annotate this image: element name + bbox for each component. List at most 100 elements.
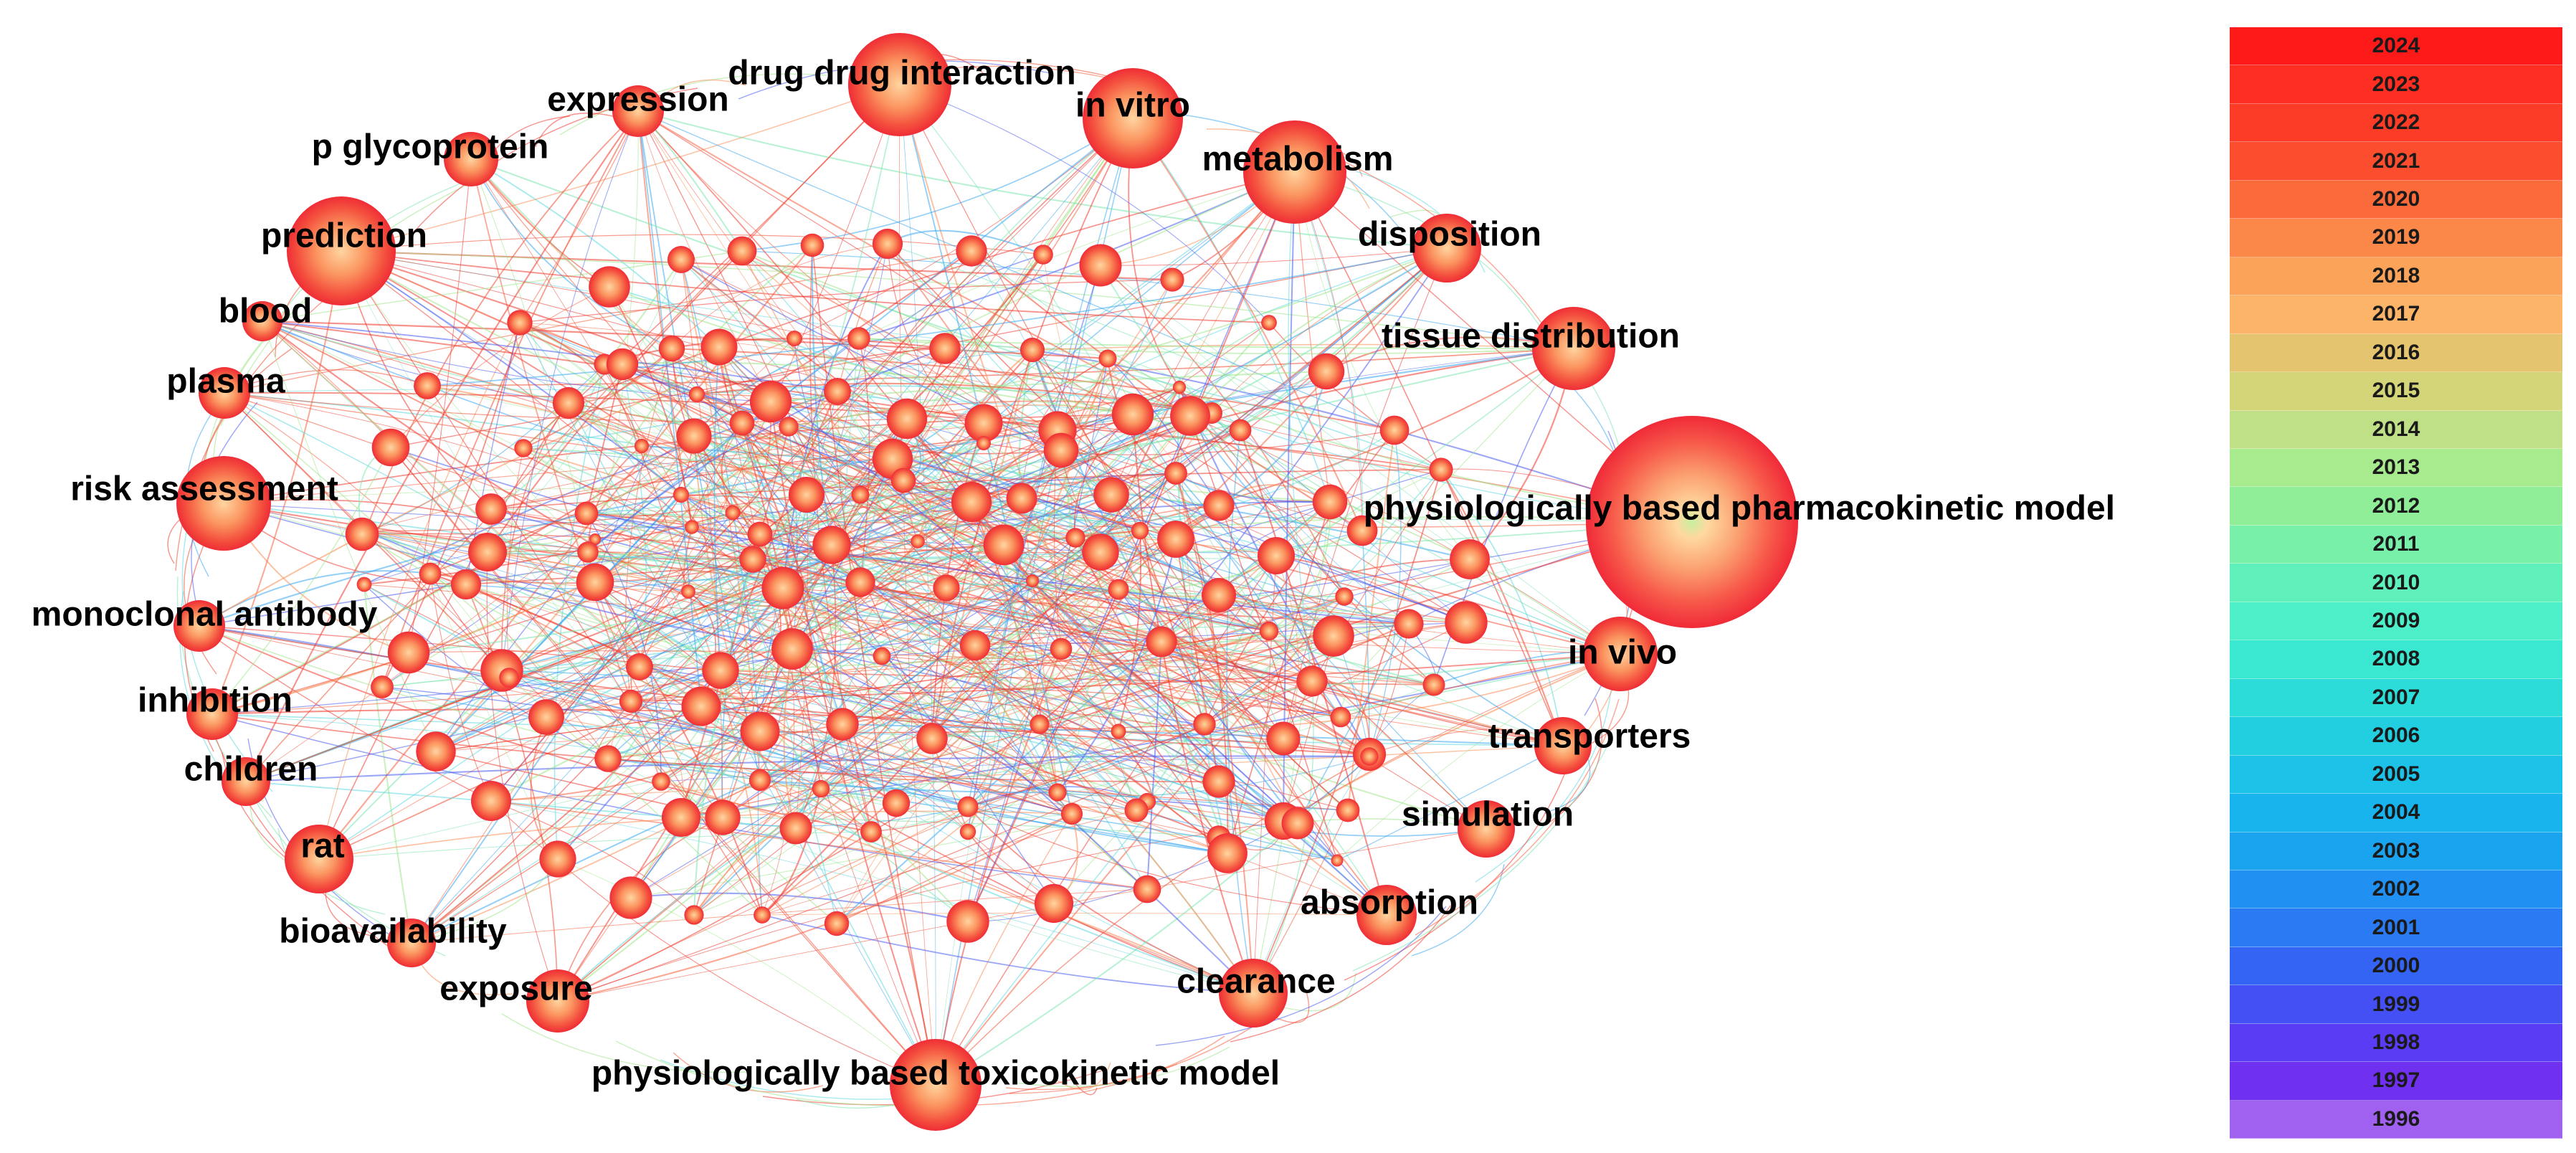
network-node-67 <box>1346 515 1378 546</box>
legend-year-1996: 1996 <box>2230 1100 2562 1139</box>
network-node-120 <box>539 840 576 878</box>
label-tissue: tissue distribution <box>1382 318 1680 356</box>
network-node-69 <box>356 576 372 592</box>
network-node-111 <box>812 779 830 798</box>
node-rat <box>285 825 353 893</box>
label-pbpk: physiologically based pharmacokinetic mo… <box>1364 490 2115 528</box>
label-absorption: absorption <box>1301 884 1478 922</box>
network-node-43 <box>1379 415 1410 445</box>
network-node-130 <box>1336 798 1360 822</box>
node-plasma <box>199 367 250 419</box>
node-pbtk <box>890 1039 982 1131</box>
label-rat: rat <box>300 827 344 865</box>
network-node-139 <box>1281 807 1314 840</box>
network-node-102 <box>1111 723 1126 739</box>
network-node-41 <box>1164 462 1187 485</box>
network-node-145 <box>739 546 766 573</box>
network-node-44 <box>1429 457 1453 482</box>
network-node-9 <box>507 310 533 336</box>
network-node-96 <box>619 689 643 713</box>
network-node-132 <box>684 905 704 925</box>
network-node-133 <box>754 906 771 924</box>
node-invitro <box>1083 68 1183 169</box>
network-node-121 <box>662 798 700 837</box>
node-exposure <box>526 969 589 1033</box>
network-node-99 <box>826 708 859 741</box>
network-node-3 <box>800 233 824 257</box>
network-node-16 <box>1020 337 1045 363</box>
network-node-21 <box>552 386 585 419</box>
network-node-134 <box>824 911 850 936</box>
legend-year-2014: 2014 <box>2230 410 2562 449</box>
label-invivo: in vivo <box>1568 634 1677 672</box>
legend-year-2023: 2023 <box>2230 65 2562 104</box>
legend-year-2004: 2004 <box>2230 794 2562 832</box>
label-pgp: p glycoprotein <box>312 128 549 166</box>
network-node-19 <box>1261 315 1277 331</box>
node-prediction <box>287 196 396 305</box>
network-node-26 <box>886 398 928 440</box>
network-node-46 <box>574 501 599 526</box>
legend-year-2013: 2013 <box>2230 448 2562 488</box>
network-node-6 <box>1033 245 1053 265</box>
node-ddi <box>848 33 951 136</box>
network-node-31 <box>1308 353 1345 390</box>
network-node-50 <box>890 468 916 493</box>
network-node-86 <box>873 647 891 665</box>
label-prediction: prediction <box>261 217 427 255</box>
network-node-125 <box>959 823 976 840</box>
network-node-147 <box>1170 396 1210 436</box>
network-node-17 <box>1098 349 1117 368</box>
node-risk <box>176 456 271 551</box>
network-node-77 <box>1108 579 1129 600</box>
label-blood: blood <box>219 293 313 331</box>
network-node-75 <box>933 574 960 602</box>
network-node-52 <box>1006 483 1037 514</box>
network-node-62 <box>911 534 925 549</box>
network-node-15 <box>929 333 961 364</box>
network-node-104 <box>1296 665 1328 697</box>
network-node-117 <box>1266 721 1301 756</box>
network-node-40 <box>1043 432 1079 468</box>
network-node-2 <box>727 236 757 266</box>
network-node-47 <box>672 486 690 503</box>
node-absorption <box>1356 885 1417 945</box>
network-node-137 <box>1133 875 1161 903</box>
network-node-39 <box>976 436 991 450</box>
legend-year-2024: 2024 <box>2230 27 2562 66</box>
node-tissue <box>1532 307 1615 390</box>
network-node-106 <box>416 731 456 772</box>
network-node-57 <box>468 533 507 571</box>
legend-year-2003: 2003 <box>2230 832 2562 870</box>
network-node-1 <box>667 246 695 273</box>
network-node-0 <box>589 266 630 308</box>
legend-year-2001: 2001 <box>2230 908 2562 947</box>
network-graph: physiologically based pharmacokinetic mo… <box>32 33 2115 1131</box>
node-children <box>222 757 270 806</box>
network-node-23 <box>688 386 705 403</box>
node-clearance <box>1219 959 1288 1028</box>
node-blood <box>242 301 282 341</box>
network-node-103 <box>1193 713 1216 736</box>
node-pgp <box>444 132 498 186</box>
network-node-61 <box>812 526 851 564</box>
network-node-35 <box>676 418 712 454</box>
network-node-4 <box>872 228 903 260</box>
network-node-22 <box>606 348 639 381</box>
node-expression <box>612 85 664 137</box>
network-node-45 <box>475 493 507 525</box>
network-node-91 <box>1313 615 1354 657</box>
network-node-32 <box>371 428 410 467</box>
network-node-80 <box>1394 609 1424 639</box>
label-plasma: plasma <box>166 363 285 401</box>
legend-year-2016: 2016 <box>2230 333 2562 373</box>
network-node-14 <box>847 327 870 350</box>
legend-year-2015: 2015 <box>2230 372 2562 411</box>
network-node-20 <box>414 372 441 399</box>
network-node-18 <box>1172 380 1187 394</box>
network-node-140 <box>1331 854 1344 867</box>
node-simulation <box>1458 800 1515 858</box>
network-node-131 <box>609 876 652 919</box>
